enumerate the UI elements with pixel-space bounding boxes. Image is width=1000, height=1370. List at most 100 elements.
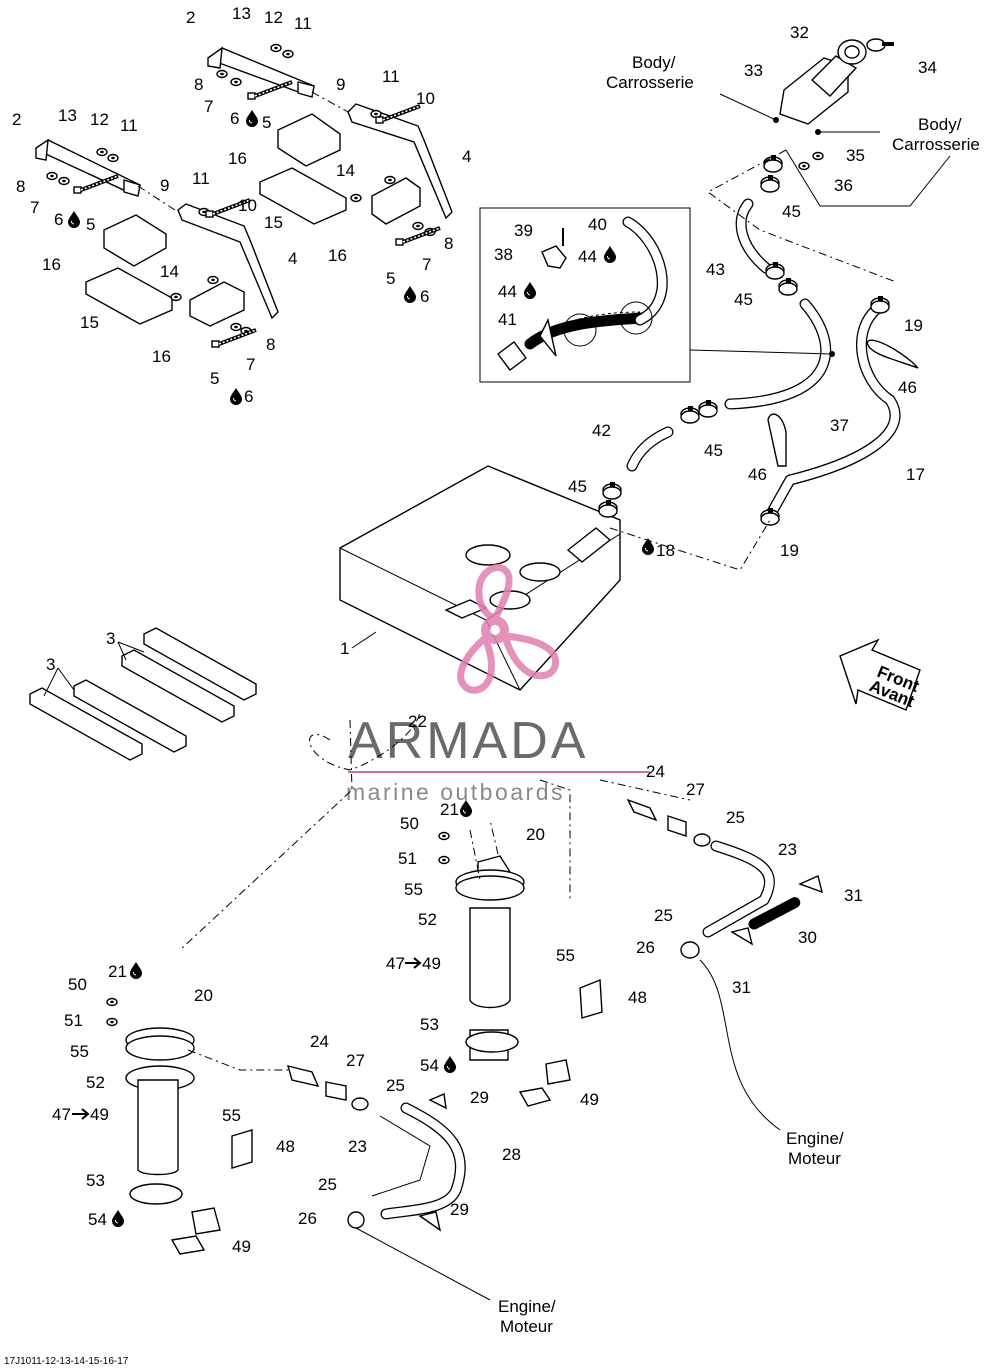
callout-26: 26 (636, 938, 655, 957)
callout-47-49-left: 47 49 (52, 1105, 109, 1124)
callout-37: 37 (830, 416, 849, 435)
fuel-pump-left (106, 997, 253, 1255)
arrow-right-icon (72, 1108, 90, 1120)
callout-40: 40 (588, 215, 607, 234)
body-label-1-line1: Body/ (632, 53, 676, 72)
callout-5: 5 (86, 215, 95, 234)
callout-4: 4 (462, 147, 471, 166)
body-label-2-line1: Body/ (918, 115, 962, 134)
pad-15b (259, 167, 347, 225)
callout-26: 26 (298, 1209, 317, 1228)
filler-system (598, 38, 919, 526)
svg-text:47: 47 (386, 954, 405, 973)
callout-11: 11 (294, 14, 312, 33)
callout-41: 41 (498, 310, 517, 329)
callout-45: 45 (568, 477, 587, 496)
callout-10: 10 (238, 196, 257, 215)
svg-text:49: 49 (422, 954, 441, 973)
callout-12: 12 (90, 110, 109, 129)
callout-1: 1 (340, 639, 349, 658)
callout-15: 15 (264, 213, 283, 232)
callout-46: 46 (748, 465, 767, 484)
arrow-right-icon (405, 957, 422, 969)
callout-16: 16 (152, 347, 171, 366)
callout-23: 23 (348, 1137, 367, 1156)
armada-watermark: ARMADA marine outboards (346, 564, 650, 805)
callout-8: 8 (266, 335, 275, 354)
callout-7: 7 (30, 198, 39, 217)
callout-45: 45 (704, 441, 723, 460)
watermark-name: ARMADA (348, 712, 588, 770)
figure-code: 17J1011-12-13-14-15-16-17 (4, 1356, 129, 1367)
callout-22: 22 (408, 712, 427, 731)
callout-16: 16 (228, 149, 247, 168)
callout-28: 28 (502, 1145, 521, 1164)
callout-38: 38 (494, 245, 513, 264)
callout-50: 50 (400, 814, 419, 833)
callout-49: 49 (232, 1237, 251, 1256)
callout-16: 16 (42, 255, 61, 274)
callout-33: 33 (744, 61, 763, 80)
callout-52: 52 (418, 910, 437, 929)
callout-13: 13 (232, 4, 251, 23)
callout-10: 10 (416, 89, 435, 108)
callout-30: 30 (798, 928, 817, 947)
callout-25: 25 (318, 1175, 337, 1194)
callout-17: 17 (906, 465, 925, 484)
callout-29: 29 (450, 1200, 469, 1219)
callout-47-49-right: 47 49 (386, 954, 441, 973)
callout-13: 13 (58, 106, 77, 125)
callout-14: 14 (336, 161, 355, 180)
callout-6: 6 (230, 109, 239, 128)
callout-32: 32 (790, 23, 809, 42)
callout-19: 19 (780, 541, 799, 560)
callout-25: 25 (726, 808, 745, 827)
assembly-lines-upper (137, 91, 951, 571)
callout-9: 9 (160, 176, 169, 195)
callout-14: 14 (160, 262, 179, 281)
callout-45: 45 (782, 202, 801, 221)
callout-7: 7 (246, 355, 255, 374)
callout-7: 7 (204, 97, 213, 116)
callout-44: 44 (498, 282, 517, 301)
body-label-1-line2: Carrosserie (606, 73, 694, 92)
callout-12: 12 (264, 8, 283, 27)
callout-6: 6 (420, 287, 429, 306)
front-arrow (839, 638, 921, 711)
engine-label-2-line1: Engine/ (498, 1297, 556, 1316)
callout-48: 48 (276, 1137, 295, 1156)
callout-19: 19 (904, 316, 923, 335)
watermark-tagline: marine outboards (346, 779, 565, 805)
callout-42: 42 (592, 421, 611, 440)
callout-23: 23 (778, 840, 797, 859)
spacers-3 (29, 627, 257, 761)
callout-24: 24 (310, 1032, 329, 1051)
pad-16-lower (189, 281, 245, 327)
callout-52: 52 (86, 1073, 105, 1092)
callout-4: 4 (288, 249, 297, 268)
bracket-assembly-center (207, 43, 453, 247)
callout-43: 43 (706, 260, 725, 279)
body-label-2-line2: Carrosserie (892, 135, 980, 154)
callout-7: 7 (422, 255, 431, 274)
callout-55: 55 (70, 1042, 89, 1061)
callout-49: 49 (580, 1090, 599, 1109)
callout-34: 34 (918, 58, 937, 77)
callout-25: 25 (654, 906, 673, 925)
engine-label-1-line1: Engine/ (786, 1129, 844, 1148)
fuel-lines-lower (286, 798, 823, 1232)
callout-27: 27 (346, 1051, 365, 1070)
callout-21: 21 (440, 800, 459, 819)
svg-text:47: 47 (52, 1105, 71, 1124)
pad-16b-upper (277, 113, 341, 167)
pad-16b-lower (371, 177, 421, 225)
callout-24: 24 (646, 762, 665, 781)
callout-31: 31 (844, 886, 863, 905)
callout-51: 51 (398, 849, 417, 868)
callout-8: 8 (444, 234, 453, 253)
callout-54: 54 (420, 1056, 439, 1075)
callout-5: 5 (386, 269, 395, 288)
callout-45: 45 (734, 290, 753, 309)
engine-label-1-line2: Moteur (788, 1149, 841, 1168)
